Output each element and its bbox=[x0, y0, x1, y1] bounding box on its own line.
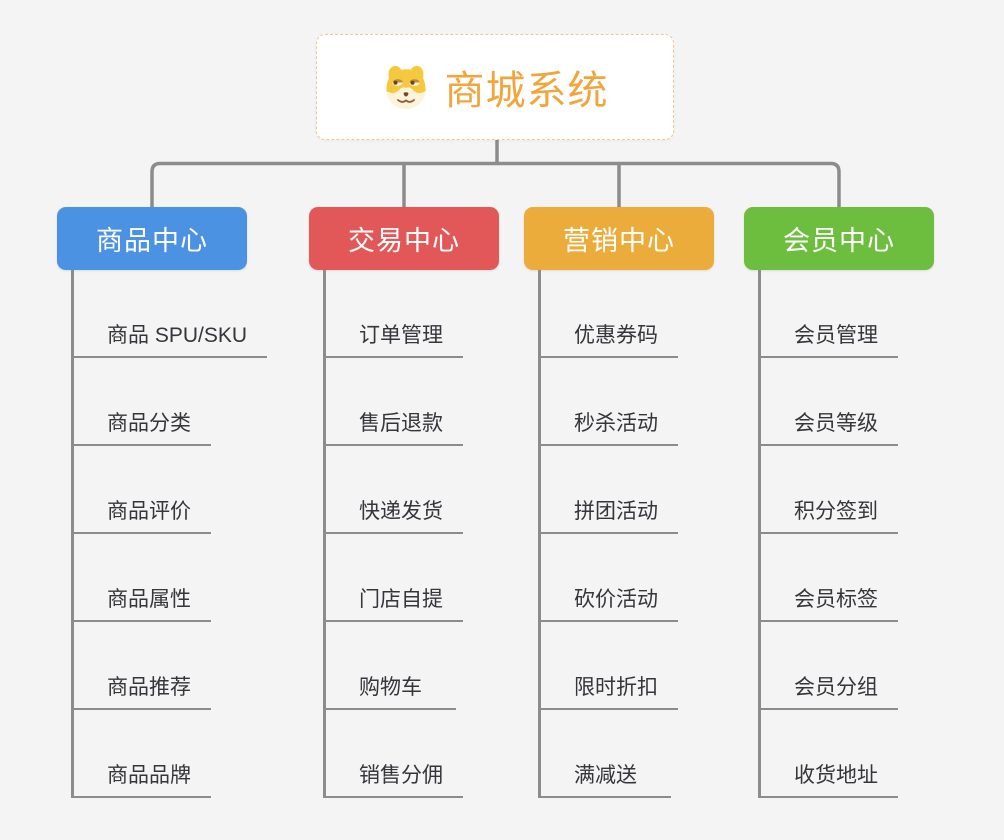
topic-list: 会员管理 会员等级 积分签到 会员标签 会员分组 收货地址 bbox=[758, 270, 898, 798]
topic-item[interactable]: 商品 SPU/SKU bbox=[74, 270, 268, 358]
topic-item[interactable]: 积分签到 bbox=[761, 446, 898, 534]
topic-list: 优惠券码 秒杀活动 拼团活动 砍价活动 限时折扣 满减送 bbox=[538, 270, 678, 798]
topic-item[interactable]: 会员管理 bbox=[761, 270, 898, 358]
topic-item[interactable]: 会员等级 bbox=[761, 358, 898, 446]
topic-item[interactable]: 收货地址 bbox=[761, 710, 898, 798]
branch-member-center: 会员中心 会员管理 会员等级 积分签到 会员标签 会员分组 收货地址 bbox=[744, 207, 934, 798]
topic-item[interactable]: 快递发货 bbox=[326, 446, 463, 534]
topic-item[interactable]: 商品推荐 bbox=[74, 622, 211, 710]
topic-item[interactable]: 订单管理 bbox=[326, 270, 463, 358]
topic-item[interactable]: 商品属性 bbox=[74, 534, 211, 622]
topic-item[interactable]: 销售分佣 bbox=[326, 710, 463, 798]
branch-node-marketing-center[interactable]: 营销中心 bbox=[524, 207, 714, 270]
topic-item[interactable]: 限时折扣 bbox=[541, 622, 678, 710]
branch-node-product-center[interactable]: 商品中心 bbox=[57, 207, 247, 270]
topic-item[interactable]: 砍价活动 bbox=[541, 534, 678, 622]
branch-node-member-center[interactable]: 会员中心 bbox=[744, 207, 934, 270]
root-node[interactable]: 商城系统 bbox=[316, 34, 674, 140]
topic-list: 商品 SPU/SKU 商品分类 商品评价 商品属性 商品推荐 商品品牌 bbox=[71, 270, 268, 798]
topic-item[interactable]: 会员分组 bbox=[761, 622, 898, 710]
topic-item[interactable]: 购物车 bbox=[326, 622, 456, 710]
topic-item[interactable]: 会员标签 bbox=[761, 534, 898, 622]
topic-item[interactable]: 秒杀活动 bbox=[541, 358, 678, 446]
topic-item[interactable]: 商品品牌 bbox=[74, 710, 211, 798]
topic-item[interactable]: 售后退款 bbox=[326, 358, 463, 446]
root-title: 商城系统 bbox=[444, 69, 609, 113]
branch-marketing-center: 营销中心 优惠券码 秒杀活动 拼团活动 砍价活动 限时折扣 满减送 bbox=[524, 207, 714, 798]
branch-product-center: 商品中心 商品 SPU/SKU 商品分类 商品评价 商品属性 商品推荐 商品品牌 bbox=[57, 207, 268, 798]
branch-node-trade-center[interactable]: 交易中心 bbox=[309, 207, 499, 270]
topic-item[interactable]: 门店自提 bbox=[326, 534, 463, 622]
topic-item[interactable]: 拼团活动 bbox=[541, 446, 678, 534]
doge-face-icon bbox=[385, 65, 426, 109]
topic-list: 订单管理 售后退款 快递发货 门店自提 购物车 销售分佣 bbox=[323, 270, 463, 798]
topic-item[interactable]: 优惠券码 bbox=[541, 270, 678, 358]
branch-trade-center: 交易中心 订单管理 售后退款 快递发货 门店自提 购物车 销售分佣 bbox=[309, 207, 499, 798]
topic-item[interactable]: 满减送 bbox=[541, 710, 671, 798]
topic-item[interactable]: 商品分类 bbox=[74, 358, 211, 446]
topic-item[interactable]: 商品评价 bbox=[74, 446, 211, 534]
